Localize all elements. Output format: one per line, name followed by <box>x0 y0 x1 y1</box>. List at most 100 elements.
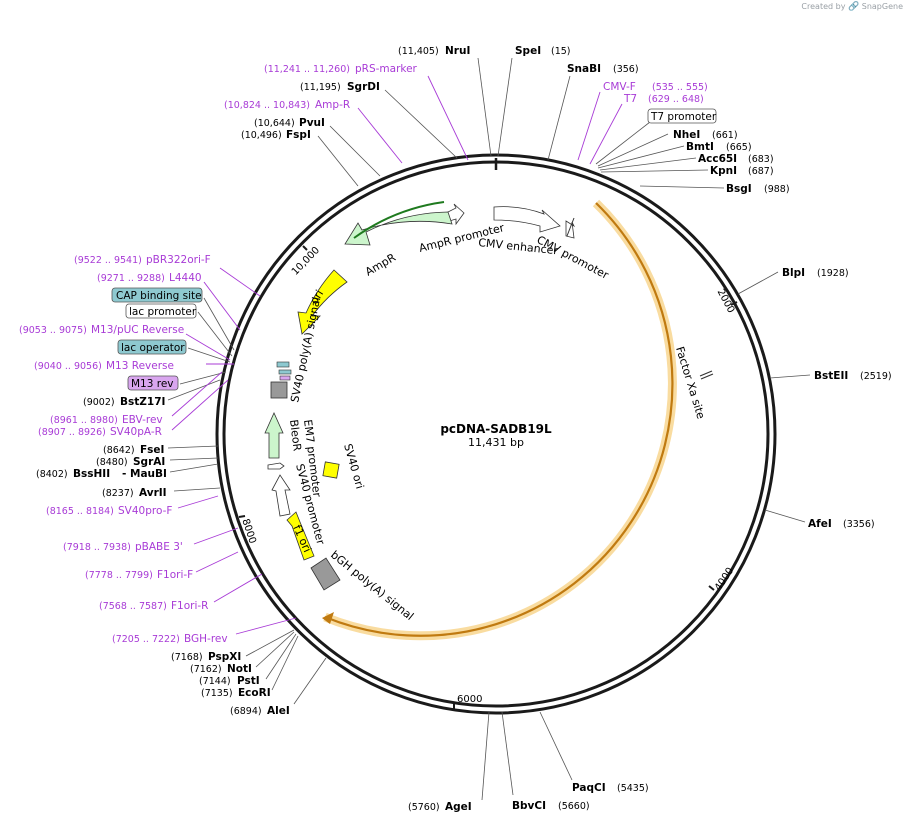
box-lac-promoter <box>125 303 197 319</box>
cmv-mark <box>566 217 575 237</box>
site-pos-fsei: (8642) <box>103 445 135 456</box>
site-pos-psti: (7144) <box>199 676 231 687</box>
leader-boxed-m13rev <box>179 371 227 385</box>
site-pos-sgrai: (8480) <box>96 457 128 468</box>
leader-bgh-rev <box>235 617 297 635</box>
leader-spei <box>497 57 513 157</box>
box-cap-binding-site-label: CAP binding site <box>116 290 202 302</box>
ampr-arrow <box>344 211 453 246</box>
box-t7-promoter-label: T7 promoter <box>650 111 717 123</box>
primer-pos-m13-reverse: (9040 .. 9056) <box>34 361 102 372</box>
site-bsshii: BssHII <box>73 468 110 480</box>
site-sgrdi: SgrDI <box>347 81 380 93</box>
site-nrui: NruI <box>445 45 470 57</box>
ruler-tick-4000 <box>708 585 715 591</box>
site-pos-nhei: (661) <box>712 130 738 141</box>
leader-sgrdi <box>384 89 458 159</box>
site-bmti: BmtI <box>686 141 714 153</box>
snapgene-name: SnapGene <box>861 2 903 11</box>
primer-pos-t7: (629 .. 648) <box>648 94 704 105</box>
site-pos-avrii: (8237) <box>102 488 134 499</box>
site-pos-snabi: (356) <box>613 64 639 75</box>
primer-pos-ebv-rev: (8961 .. 8980) <box>50 415 118 426</box>
primer-pos-f1ori-f: (7778 .. 7799) <box>85 570 153 581</box>
ori-label: ori <box>308 288 327 307</box>
m13-rev-marker <box>279 375 291 381</box>
cmv-promoter-label: CMV promoter <box>535 233 611 282</box>
sv40-polya-label: SV40 poly(A) signal <box>288 296 323 404</box>
primer-pos-pbr322ori-f: (9522 .. 9541) <box>74 255 142 266</box>
leader-snabi <box>547 75 571 161</box>
ruler-tick-10000 <box>302 245 308 251</box>
leader-pbr322ori-f <box>219 267 261 297</box>
cmv-enhancer-arrow <box>493 206 561 233</box>
site-pos-fspi: (10,496) <box>241 130 282 141</box>
primer-pos-m13-puc: (9053 .. 9075) <box>19 325 87 336</box>
primer-prs-marker: pRS-marker <box>355 63 418 75</box>
bgh-polya-box <box>310 557 341 591</box>
primer-pos-amp-r: (10,824 .. 10,843) <box>224 100 310 111</box>
primer-l4440: L4440 <box>169 272 202 284</box>
site-fspi: FspI <box>286 129 311 141</box>
leader-alei <box>293 657 327 705</box>
leader-pvui <box>329 125 381 177</box>
leader-bmti <box>597 145 685 169</box>
site-pos-afei: (3356) <box>843 519 875 530</box>
leader-avrii <box>173 487 221 492</box>
primer-cmv-f: CMV-F <box>603 81 636 93</box>
leader-sv40pa-r <box>171 379 229 431</box>
site-pos-bbvci: (5660) <box>558 801 590 812</box>
ruler-tick-8000 <box>238 515 246 518</box>
primer-leaders <box>171 75 623 635</box>
plasmid-length: 11,431 bp <box>468 436 524 449</box>
site-dash: - <box>122 468 126 480</box>
leader-fsei <box>167 445 219 449</box>
snapgene-branding: Created by 🔗 SnapGene <box>801 2 903 12</box>
site-pos-sgrdi: (11,195) <box>300 82 341 93</box>
site-acc65i: Acc65I <box>698 153 737 165</box>
leader-nrui <box>477 57 492 157</box>
factor-xa-mark-2 <box>700 373 714 380</box>
site-kpni: KpnI <box>710 165 737 177</box>
site-fsei: FseI <box>140 444 164 456</box>
site-paqci: PaqCI <box>572 782 606 794</box>
f1-ori-arrow <box>286 511 315 561</box>
site-afei: AfeI <box>808 518 832 530</box>
leader-amp-r <box>357 107 403 164</box>
leader-boxed-t7prom <box>595 121 651 165</box>
site-pos-bsgi: (988) <box>764 184 790 195</box>
box-m13-rev-label: M13 rev <box>131 378 174 390</box>
site-pos-bsteii: (2519) <box>860 371 892 382</box>
bleor-arrow <box>264 412 284 459</box>
bgh-polya-label: bGH poly(A) signal <box>328 548 416 623</box>
site-pos-agei: (5760) <box>408 802 440 813</box>
site-bsteii: BstEII <box>814 370 848 382</box>
site-pos-noti: (7162) <box>190 664 222 675</box>
box-lac-operator <box>117 339 187 355</box>
leader-acc65i <box>599 157 697 171</box>
site-pos-acc65i: (683) <box>748 154 774 165</box>
box-cap-binding-site <box>111 287 203 303</box>
leader-blpi <box>737 271 779 295</box>
primer-m13-reverse: M13 Reverse <box>106 360 174 372</box>
primer-pos-prs-marker: (11,241 .. 11,260) <box>264 64 350 75</box>
orf-arrowhead <box>322 612 334 624</box>
factor-xa-mark-1 <box>699 370 713 377</box>
cap-site-marker <box>276 361 290 368</box>
primer-amp-r: Amp-R <box>315 99 350 111</box>
site-pos-blpi: (1928) <box>817 268 849 279</box>
orf-arc <box>324 202 674 637</box>
leader-boxed-lacprom <box>197 311 233 357</box>
site-pos-bmti: (665) <box>726 142 752 153</box>
em7-promoter-arrow <box>267 462 285 470</box>
site-pos-bstz17i: (9002) <box>83 397 115 408</box>
site-pos-kpni: (687) <box>748 166 774 177</box>
primer-pos-sv40pro-f: (8165 .. 8184) <box>46 506 114 517</box>
leader-nhei <box>597 133 669 167</box>
created-by-text: Created by <box>801 2 846 11</box>
leader-paqci <box>539 711 573 781</box>
leader-boxed-lacop <box>187 347 231 363</box>
primer-pos-l4440: (9271 .. 9288) <box>97 273 165 284</box>
site-pspxi: PspXI <box>208 651 241 663</box>
